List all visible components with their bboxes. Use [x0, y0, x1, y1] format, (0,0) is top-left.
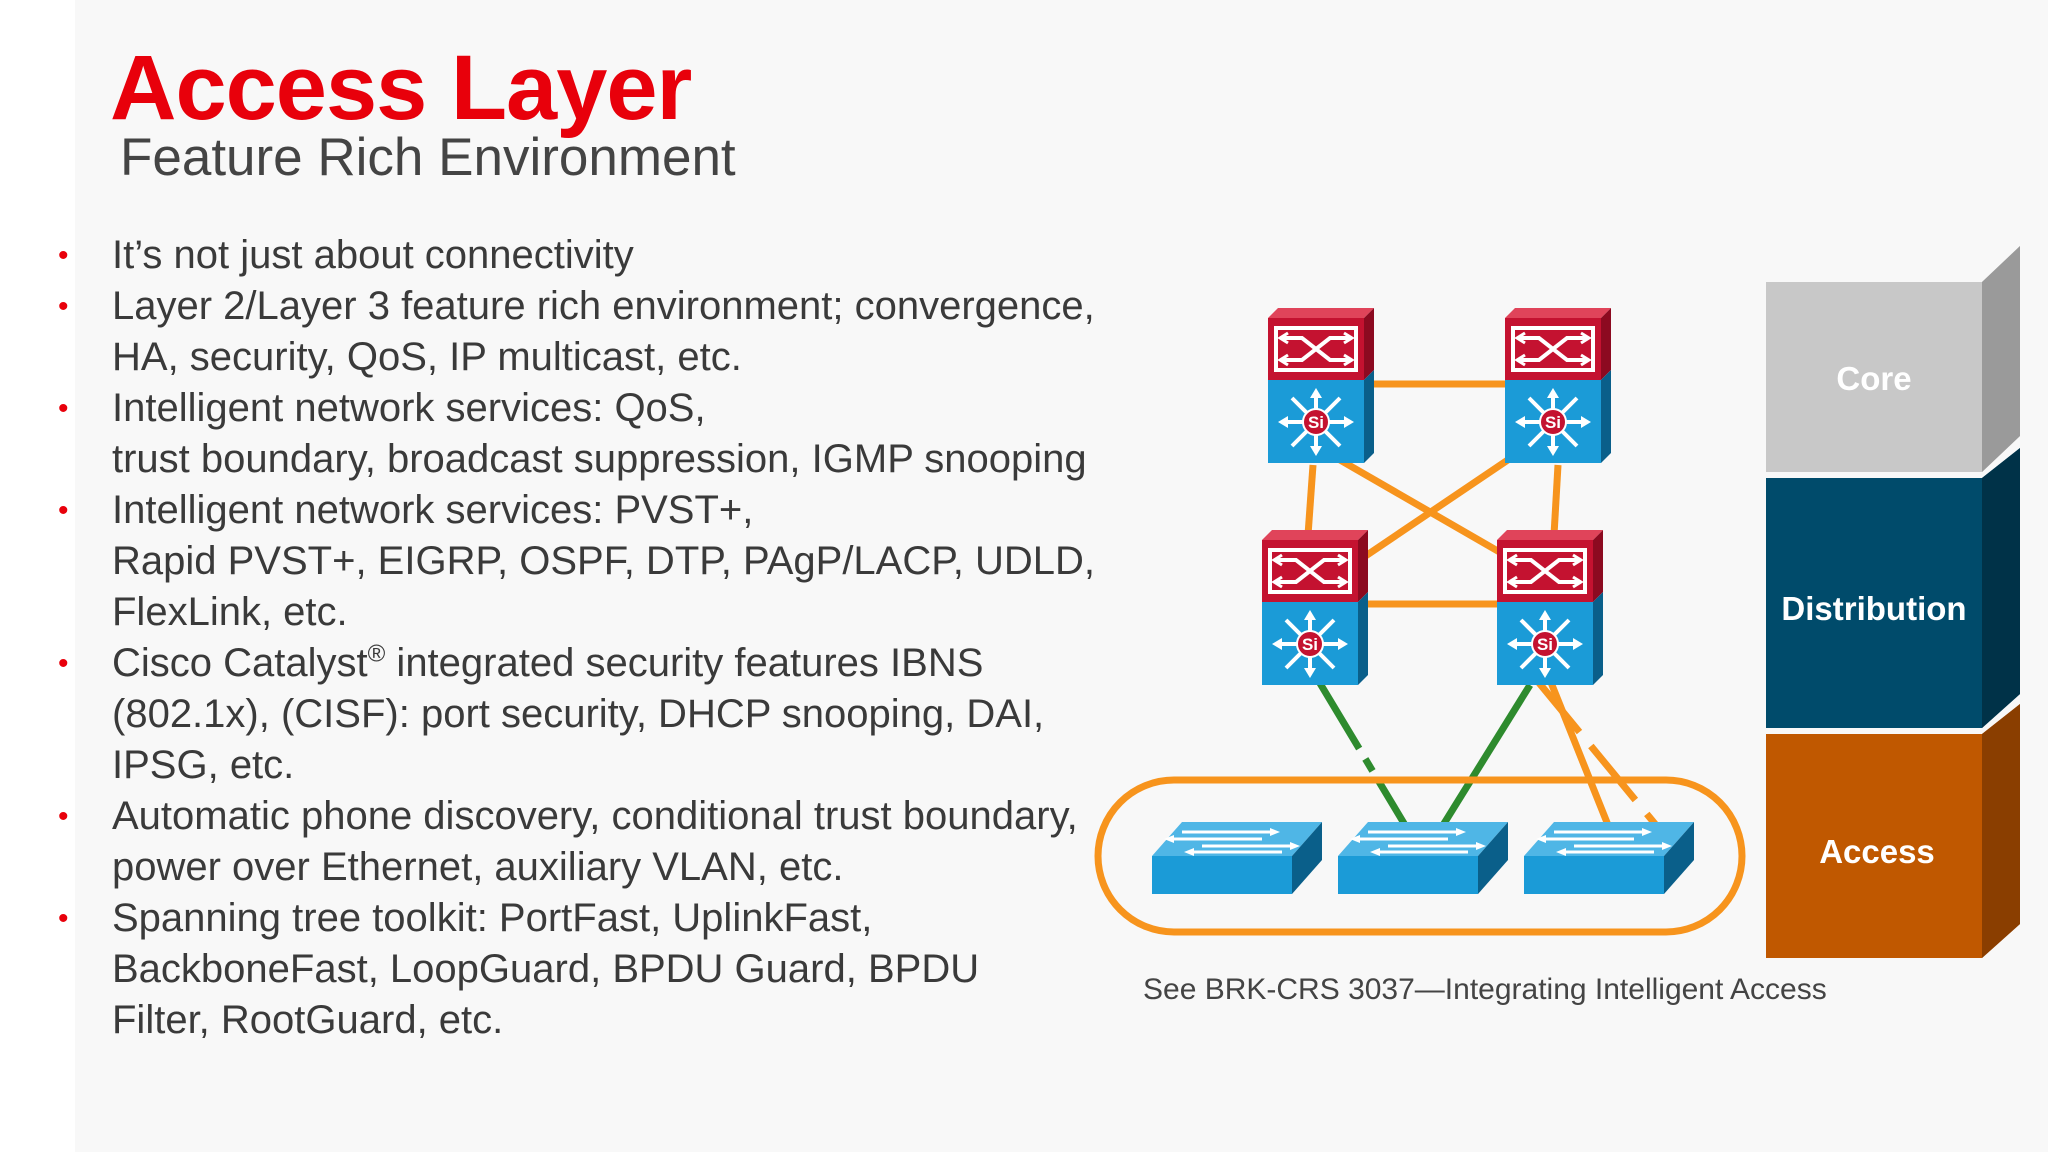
- layer-stack: Core Distribution Access: [1766, 246, 2020, 958]
- layer3-switch-icon: [1262, 530, 1368, 685]
- layer-core-label: Core: [1836, 360, 1911, 397]
- slide-title: Access Layer: [110, 37, 692, 139]
- bullet-text: Intelligent network services: QoS, trust…: [112, 386, 1087, 481]
- switch-badges: Si Si Si Si: [1302, 413, 1561, 654]
- access-switch-icon: [1524, 822, 1694, 894]
- access-switch-icon: [1152, 822, 1322, 894]
- bullet-text: Automatic phone discovery, conditional t…: [112, 794, 1078, 889]
- layer3-switch-icon: [1497, 530, 1603, 685]
- link-dist-right-access-mid: [1437, 683, 1533, 832]
- bullet-item: • It’s not just about connectivity: [55, 230, 1165, 281]
- bullet-marker: •: [58, 392, 69, 425]
- link-dist-left-access-mid: [1314, 678, 1412, 832]
- access-highlight-ellipse: [1094, 776, 1746, 936]
- layer-access-label: Access: [1819, 833, 1935, 870]
- slide-subtitle: Feature Rich Environment: [120, 128, 736, 187]
- bullet-marker: •: [58, 239, 69, 272]
- slide-background: [75, 0, 2048, 1152]
- switch-badge: Si: [1308, 413, 1324, 432]
- layer3-switch-icon: [1505, 308, 1611, 463]
- bullet-marker: •: [58, 647, 69, 680]
- bullet-item: • Intelligent network services: QoS, trus…: [55, 383, 1165, 485]
- bullet-item: • Intelligent network services: PVST+, Ra…: [55, 485, 1165, 638]
- switch-badge: Si: [1302, 635, 1318, 654]
- link-dist-right-access-right-b: [1546, 678, 1614, 832]
- switch-badge: Si: [1545, 413, 1561, 432]
- bullet-marker: •: [58, 290, 69, 323]
- bullet-item: • Cisco Catalyst® integrated security fea…: [55, 638, 1165, 791]
- bullet-text: It’s not just about connectivity: [112, 233, 634, 277]
- access-switch-icon: [1338, 822, 1508, 894]
- bullet-marker: •: [58, 902, 69, 935]
- layer-distribution-block: Distribution: [1766, 448, 2020, 728]
- bullet-item: • Spanning tree toolkit: PortFast, Uplink…: [55, 893, 1165, 1046]
- bullet-marker: •: [58, 494, 69, 527]
- layer3-switch-icon: [1268, 308, 1374, 463]
- bullet-text: Spanning tree toolkit: PortFast, UplinkF…: [112, 896, 980, 1042]
- bullet-text: Cisco Catalyst® integrated security feat…: [112, 640, 1045, 787]
- bullet-marker: •: [58, 800, 69, 833]
- link-core-left-dist-left: [1304, 464, 1317, 536]
- layer-access-block: Access: [1766, 704, 2020, 958]
- layer-distribution-label: Distribution: [1781, 590, 1966, 627]
- bullet-text: Layer 2/Layer 3 feature rich environment…: [112, 284, 1095, 379]
- reference-caption: See BRK-CRS 3037—Integrating Intelligent…: [1143, 973, 1827, 1006]
- bullet-item: • Automatic phone discovery, conditional …: [55, 791, 1165, 893]
- registered-mark: ®: [367, 640, 386, 668]
- bullet-item: • Layer 2/Layer 3 feature rich environmen…: [55, 281, 1165, 383]
- bullet-text: Intelligent network services: PVST+, Rap…: [112, 488, 1096, 634]
- bullet-list: • It’s not just about connectivity • Layer…: [55, 230, 1165, 1046]
- link-core-right-dist-right: [1550, 464, 1562, 536]
- switch-badge: Si: [1537, 635, 1553, 654]
- layer-core-block: Core: [1766, 246, 2020, 472]
